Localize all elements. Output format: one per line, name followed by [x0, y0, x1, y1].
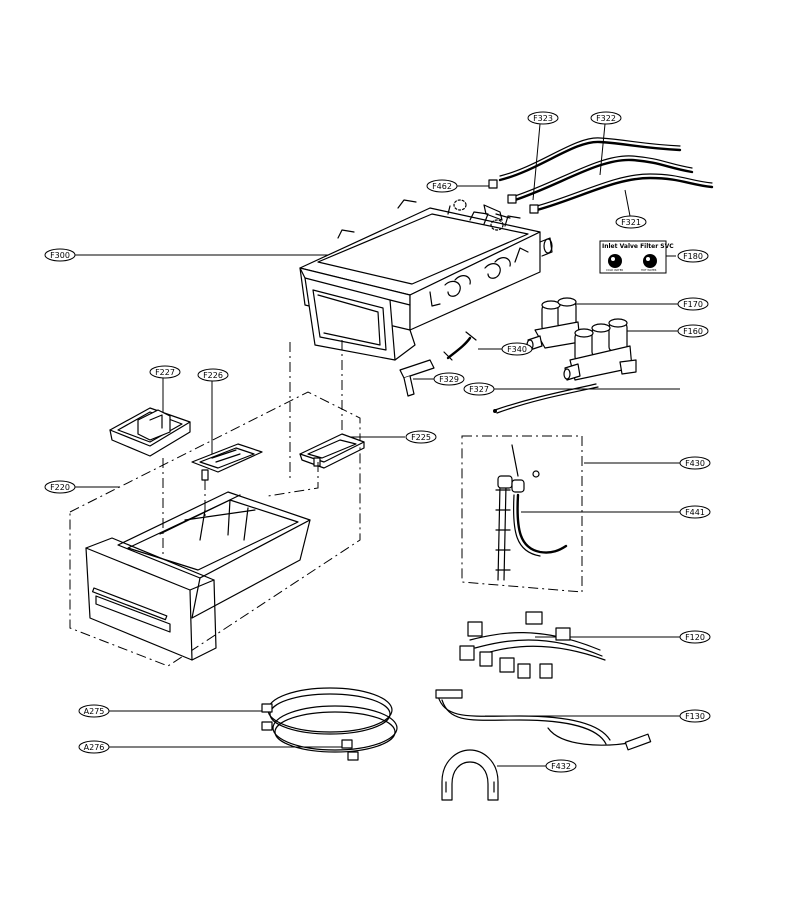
- svg-text:F340: F340: [507, 345, 527, 354]
- callout-A276: A276: [78, 740, 110, 754]
- inlet-valve-filter-card: Inlet Valve Filter SVC COLD WATER HOT WA…: [599, 240, 674, 274]
- svg-text:F130: F130: [685, 712, 705, 721]
- filter-card-title: Inlet Valve Filter SVC: [602, 243, 674, 250]
- wire-harness-1: [459, 611, 606, 679]
- callout-F180: F180: [677, 249, 709, 263]
- callout-labels: F323 F322 F462 F321 F300 F180 F170 F160 …: [44, 111, 711, 773]
- svg-text:F220: F220: [50, 483, 70, 492]
- svg-text:A275: A275: [84, 707, 105, 716]
- hose-clamp: [441, 749, 499, 801]
- svg-text:F180: F180: [683, 252, 703, 261]
- svg-text:F432: F432: [551, 762, 571, 771]
- callout-F160: F160: [677, 324, 709, 338]
- svg-text:F323: F323: [533, 114, 553, 123]
- callout-F432: F432: [545, 759, 577, 773]
- svg-text:F462: F462: [432, 182, 452, 191]
- svg-text:F227: F227: [155, 368, 175, 377]
- callout-F321: F321: [615, 215, 647, 229]
- callout-F430: F430: [679, 456, 711, 470]
- svg-text:F160: F160: [683, 327, 703, 336]
- filter-card-hot-caption: HOT WATER: [641, 268, 657, 272]
- svg-text:F322: F322: [596, 114, 616, 123]
- hoses: [483, 137, 714, 221]
- callout-F340: F340: [501, 342, 533, 356]
- svg-text:A276: A276: [84, 743, 105, 752]
- small-hose-parts: [399, 331, 477, 397]
- dispenser-housing: [299, 199, 553, 361]
- wire-harness-2: [435, 689, 652, 751]
- svg-text:F327: F327: [469, 385, 489, 394]
- callout-A275: A275: [78, 704, 110, 718]
- svg-text:F120: F120: [685, 633, 705, 642]
- svg-text:F441: F441: [685, 508, 705, 517]
- svg-text:F329: F329: [439, 375, 459, 384]
- callout-F226: F226: [197, 368, 229, 382]
- callout-F323: F323: [527, 111, 559, 125]
- svg-text:F300: F300: [50, 251, 70, 260]
- callout-F300: F300: [44, 248, 76, 262]
- svg-text:F170: F170: [683, 300, 703, 309]
- callout-F220: F220: [44, 480, 76, 494]
- alignment-lines: [162, 340, 343, 555]
- callout-F322: F322: [590, 111, 622, 125]
- pressure-sensor-box: [461, 435, 583, 593]
- ground-wire: [493, 383, 599, 414]
- leader-lines: [73, 123, 680, 767]
- callout-F225: F225: [405, 430, 437, 444]
- svg-text:F226: F226: [203, 371, 223, 380]
- svg-text:F430: F430: [685, 459, 705, 468]
- filter-card-cold-caption: COLD WATER: [606, 268, 623, 272]
- callout-F329: F329: [433, 372, 465, 386]
- callout-F327: F327: [463, 382, 495, 396]
- svg-text:F321: F321: [621, 218, 641, 227]
- callout-F227: F227: [149, 365, 181, 379]
- callout-F441: F441: [679, 505, 711, 519]
- callout-F120: F120: [679, 630, 711, 644]
- callout-F462: F462: [426, 179, 458, 193]
- callout-F170: F170: [677, 297, 709, 311]
- callout-F130: F130: [679, 709, 711, 723]
- inlet-valves: [526, 297, 637, 381]
- drawer-assembly: [69, 391, 361, 667]
- drawer-inserts: [191, 433, 365, 481]
- svg-text:F225: F225: [411, 433, 431, 442]
- connection-cables: [261, 687, 398, 761]
- softener-cap: [109, 407, 191, 457]
